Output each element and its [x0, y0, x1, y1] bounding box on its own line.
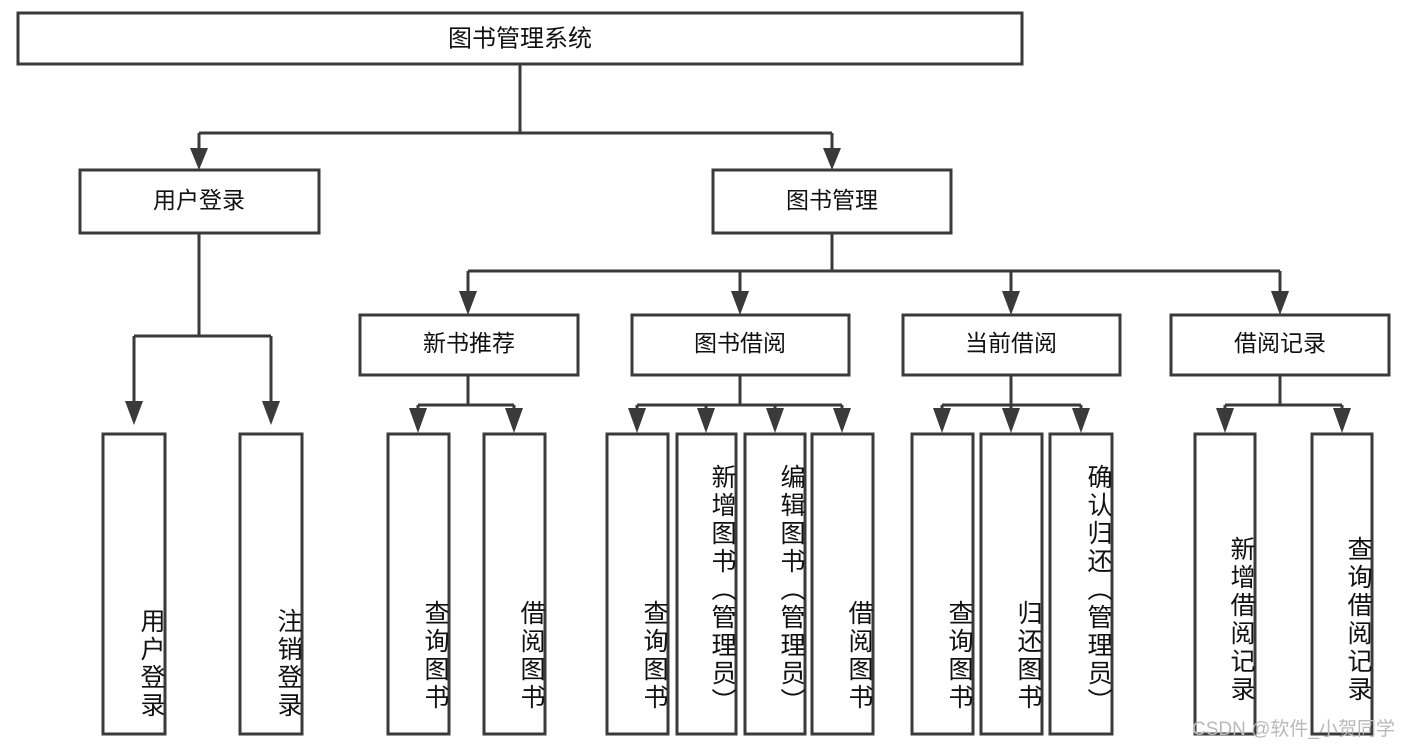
arrowhead-borrow-record	[1271, 291, 1289, 315]
arrowhead-leaf-query-book-2	[628, 408, 646, 433]
node-current-borrow[interactable]: 当前借阅	[901, 313, 1122, 377]
node-book-borrow[interactable]: 图书借阅	[630, 313, 851, 377]
node-user-login-label: 用户登录	[153, 187, 245, 213]
node-leaf-borrow-book-2-box[interactable]	[810, 432, 875, 736]
arrowhead-leaf-user-login	[125, 401, 143, 425]
node-leaf-borrow-book-1-box[interactable]	[482, 432, 547, 736]
arrowhead-leaf-borrow-book-2	[833, 408, 851, 433]
arrowhead-leaf-logout	[262, 401, 280, 425]
arrowhead-leaf-add-record	[1216, 408, 1234, 433]
node-root-box[interactable]	[16, 11, 1024, 66]
node-leaf-query-book-3-box[interactable]	[910, 432, 975, 736]
node-root-label: 图书管理系统	[448, 25, 592, 52]
node-user-login[interactable]: 用户登录	[78, 168, 321, 235]
connector-layer	[125, 64, 1351, 433]
node-leaf-query-book-1-box[interactable]	[386, 432, 451, 736]
node-new-book-recommend-label: 新书推荐	[423, 330, 515, 356]
arrowhead-current-borrow	[1002, 291, 1020, 315]
node-root[interactable]: 图书管理系统	[16, 11, 1024, 66]
node-leaf-return-book-box[interactable]	[979, 432, 1044, 736]
arrowhead-user-login	[190, 148, 208, 170]
node-leaf-query-record-box[interactable]	[1310, 432, 1374, 736]
arrowhead-book-borrow	[731, 291, 749, 315]
node-current-borrow-label: 当前借阅	[965, 330, 1057, 356]
arrowhead-leaf-query-book-1	[409, 408, 427, 433]
arrowhead-new-book-recommend	[459, 291, 477, 315]
arrowhead-leaf-return-book	[1002, 408, 1020, 433]
node-leaf-confirm-return-box[interactable]	[1048, 432, 1114, 736]
node-leaf-logout-box[interactable]	[238, 432, 304, 736]
arrowhead-leaf-query-book-3	[933, 408, 951, 433]
node-book-management-box[interactable]	[711, 168, 953, 235]
node-leaf-add-book-box[interactable]	[675, 432, 738, 736]
arrowhead-leaf-confirm-return	[1072, 408, 1090, 433]
arrowhead-leaf-query-record	[1333, 408, 1351, 433]
arrowhead-leaf-add-book	[697, 408, 715, 433]
node-borrow-record-label: 借阅记录	[1234, 330, 1326, 356]
node-leaf-user-login-box[interactable]	[101, 432, 167, 736]
arrowhead-leaf-edit-book	[766, 408, 784, 433]
leaf-boxes-layer	[101, 432, 1374, 736]
node-borrow-record[interactable]: 借阅记录	[1169, 313, 1391, 377]
node-leaf-add-record-box[interactable]	[1193, 432, 1257, 736]
arrowhead-leaf-borrow-book-1	[505, 408, 523, 433]
node-leaf-query-book-2-box[interactable]	[605, 432, 670, 736]
arrowhead-book-management	[823, 148, 841, 170]
node-new-book-recommend[interactable]: 新书推荐	[358, 313, 580, 377]
node-book-borrow-box[interactable]	[630, 313, 851, 377]
node-user-login-box[interactable]	[78, 168, 321, 235]
node-borrow-record-box[interactable]	[1169, 313, 1391, 377]
node-new-book-recommend-box[interactable]	[358, 313, 580, 377]
node-leaf-edit-book-box[interactable]	[743, 432, 807, 736]
node-current-borrow-box[interactable]	[901, 313, 1122, 377]
watermark-text: CSDN @软件_小贺同学	[1192, 719, 1395, 740]
node-book-borrow-label: 图书借阅	[694, 330, 786, 356]
node-book-management[interactable]: 图书管理	[711, 168, 953, 235]
node-book-management-label: 图书管理	[786, 187, 878, 213]
